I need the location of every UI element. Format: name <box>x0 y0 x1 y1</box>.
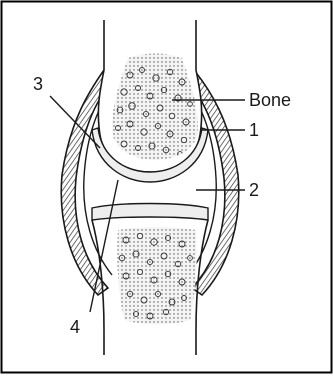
label-3: 3 <box>33 74 43 94</box>
label-4: 4 <box>70 317 80 337</box>
lower-spongy-bone <box>110 222 205 332</box>
label-2: 2 <box>249 180 259 200</box>
label-bone: Bone <box>249 90 291 110</box>
label-1: 1 <box>249 120 259 140</box>
leader-line-4 <box>90 180 118 312</box>
